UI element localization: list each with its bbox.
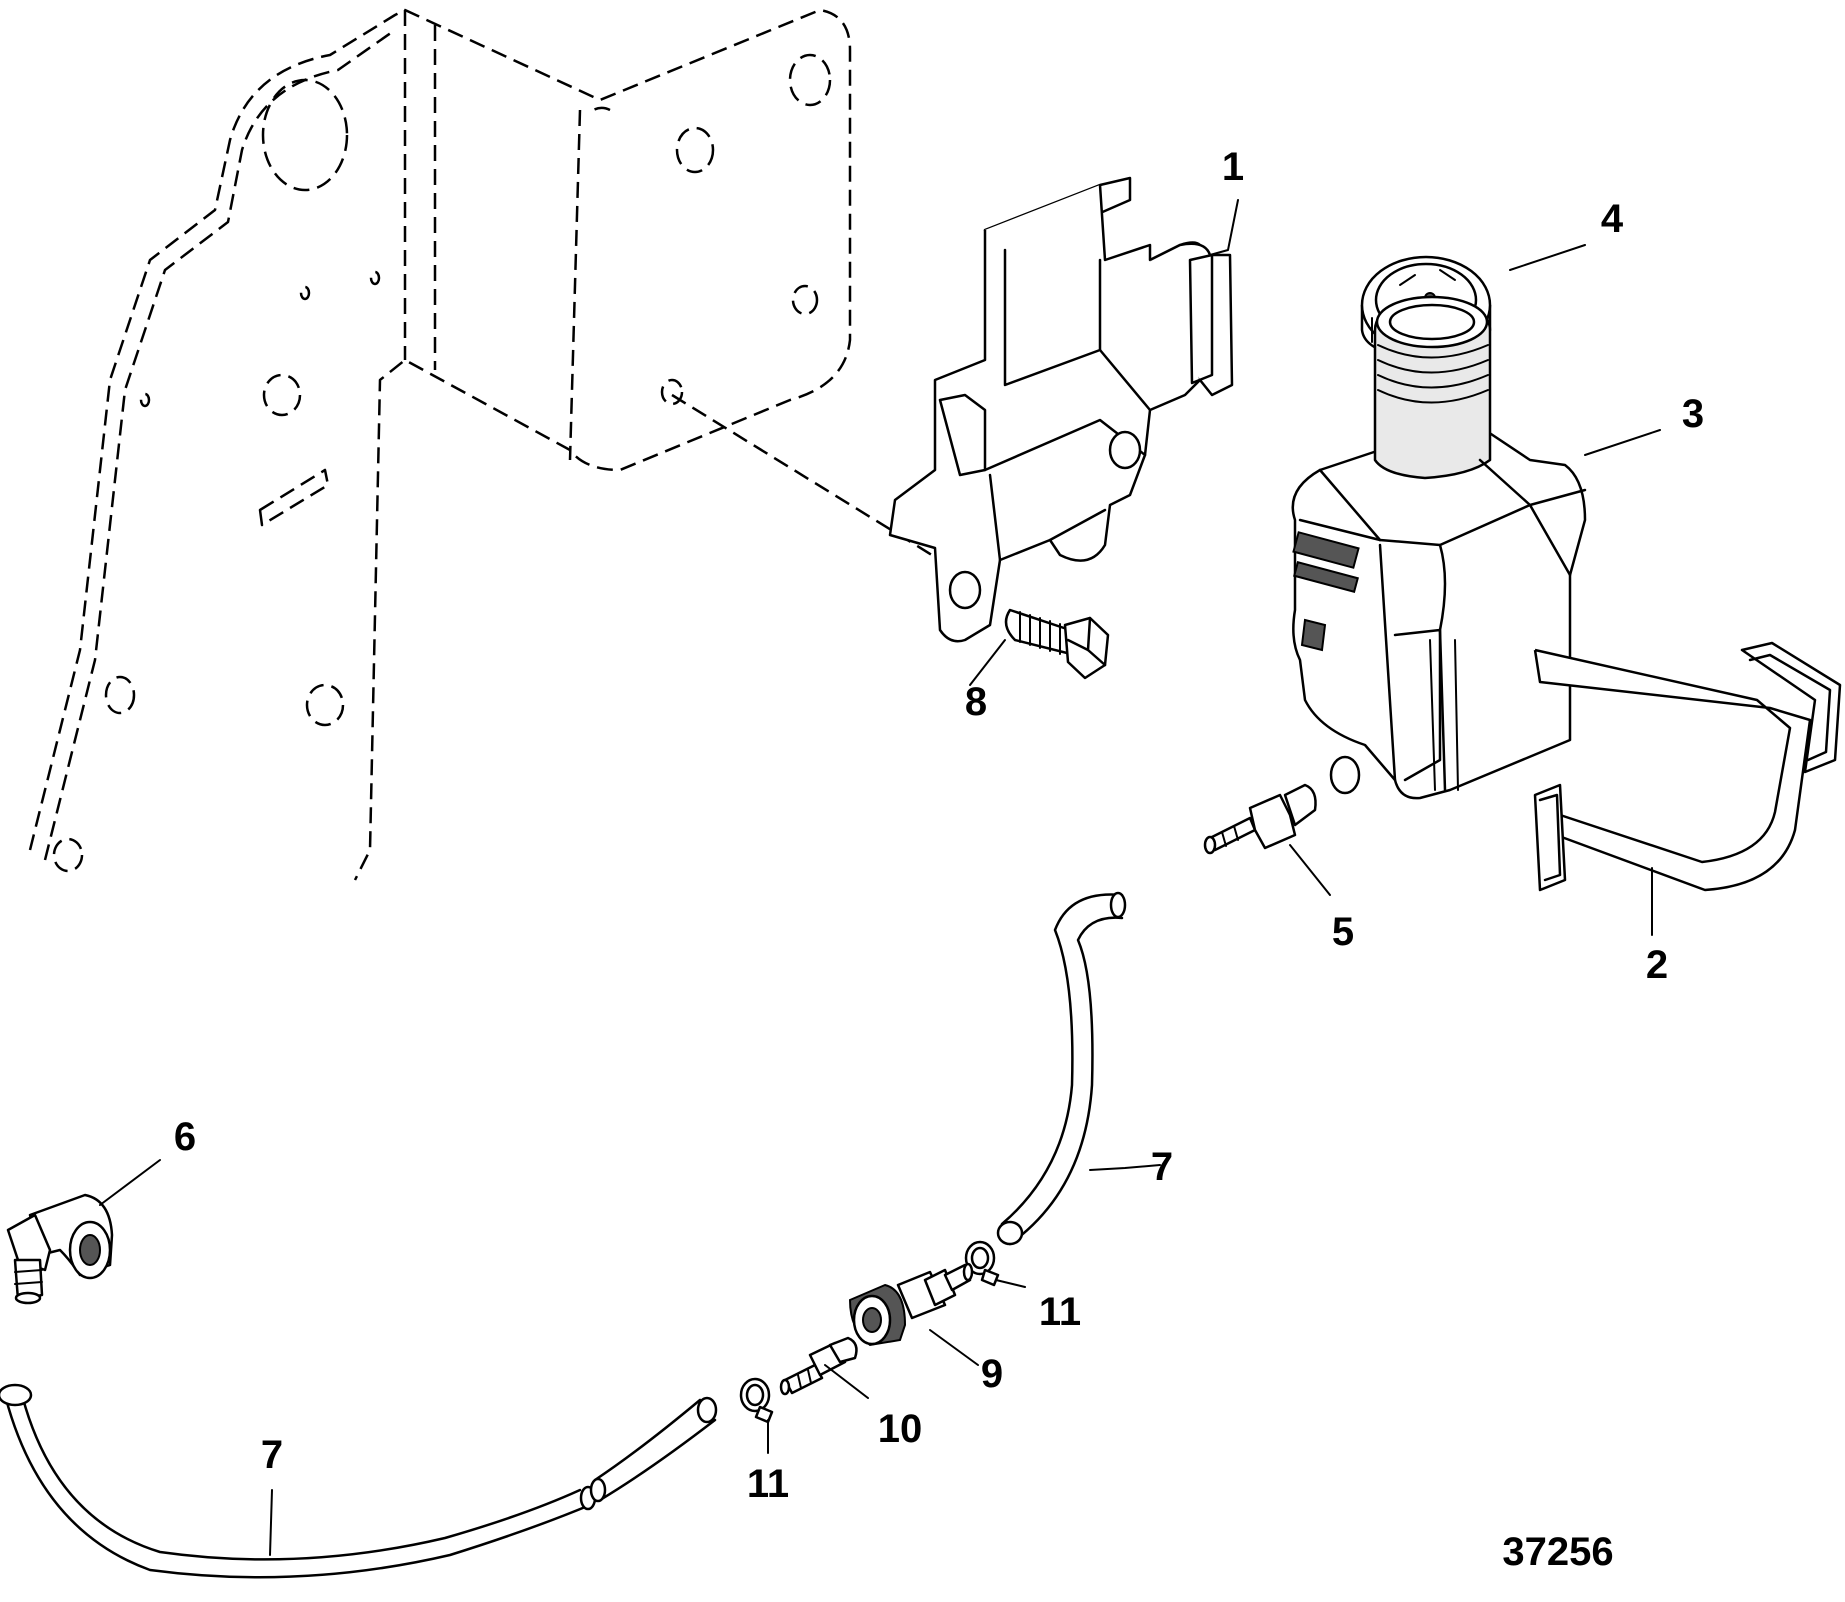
callout-7-upper: 7 (1151, 1145, 1173, 1189)
figure-number: 37256 (1502, 1530, 1613, 1574)
callout-7-lower: 7 (261, 1433, 283, 1477)
callout-1: 1 (1222, 145, 1244, 189)
hose-part-7-upper (996, 891, 1127, 1246)
callout-11-a: 11 (1039, 1290, 1081, 1334)
quick-connect-part-9 (848, 1262, 974, 1347)
callout-6: 6 (174, 1115, 196, 1159)
bolt-part-8 (1004, 608, 1110, 680)
reservoir-strap-part-2 (1533, 641, 1842, 892)
barbed-connector-part-10 (779, 1336, 858, 1396)
callout-11-b: 11 (747, 1462, 789, 1506)
callout-2: 2 (1646, 943, 1668, 987)
hose-part-7-lower (0, 1383, 718, 1579)
callout-4: 4 (1601, 197, 1624, 241)
leader-lines (99, 199, 1661, 1556)
bracket-part-1 (888, 176, 1234, 643)
callout-5: 5 (1332, 910, 1354, 954)
callout-10: 10 (878, 1407, 923, 1451)
callout-8: 8 (965, 680, 987, 724)
callout-9: 9 (981, 1352, 1003, 1396)
fitting-part-5 (1203, 783, 1317, 855)
engine-mounting-plate-outline (28, 8, 941, 881)
coolant-reservoir-part-3 (1291, 295, 1587, 800)
elbow-fitting-part-6 (6, 1193, 114, 1305)
hose-clamp-part-11-a (964, 1240, 1000, 1287)
hose-clamp-part-11-b (739, 1377, 774, 1424)
callout-3: 3 (1682, 392, 1704, 436)
